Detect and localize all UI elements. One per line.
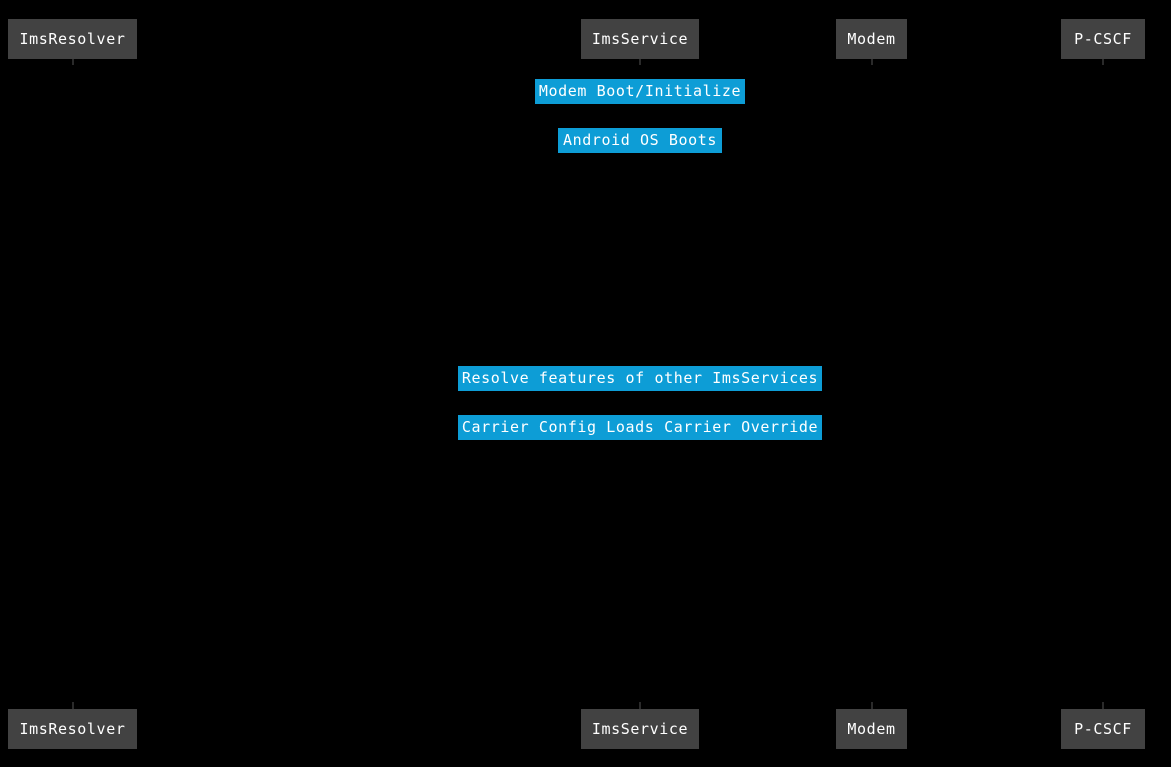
note-modem-boot[interactable]: Modem Boot/Initialize [535,79,745,104]
lifeline-stub-bottom-imsresolver [72,702,74,710]
note-carrier-config[interactable]: Carrier Config Loads Carrier Override [458,415,822,440]
lifeline-stub-top-imsresolver [72,57,74,65]
lifeline-stub-top-modem [871,57,873,65]
participant-modem-bottom[interactable]: Modem [836,709,907,749]
note-resolve-features[interactable]: Resolve features of other ImsServices [458,366,822,391]
participant-modem-top[interactable]: Modem [836,19,907,59]
participant-imsservice-bottom[interactable]: ImsService [581,709,699,749]
participant-imsresolver-bottom[interactable]: ImsResolver [8,709,137,749]
participant-pcscf-top[interactable]: P-CSCF [1061,19,1145,59]
participant-pcscf-bottom[interactable]: P-CSCF [1061,709,1145,749]
lifeline-stub-bottom-imsservice [639,702,641,710]
lifeline-stub-top-imsservice [639,57,641,65]
participant-imsresolver-top[interactable]: ImsResolver [8,19,137,59]
lifeline-stub-top-pcscf [1102,57,1104,65]
lifeline-stub-bottom-modem [871,702,873,710]
participant-imsservice-top[interactable]: ImsService [581,19,699,59]
note-android-os-boots[interactable]: Android OS Boots [558,128,722,153]
lifeline-stub-bottom-pcscf [1102,702,1104,710]
